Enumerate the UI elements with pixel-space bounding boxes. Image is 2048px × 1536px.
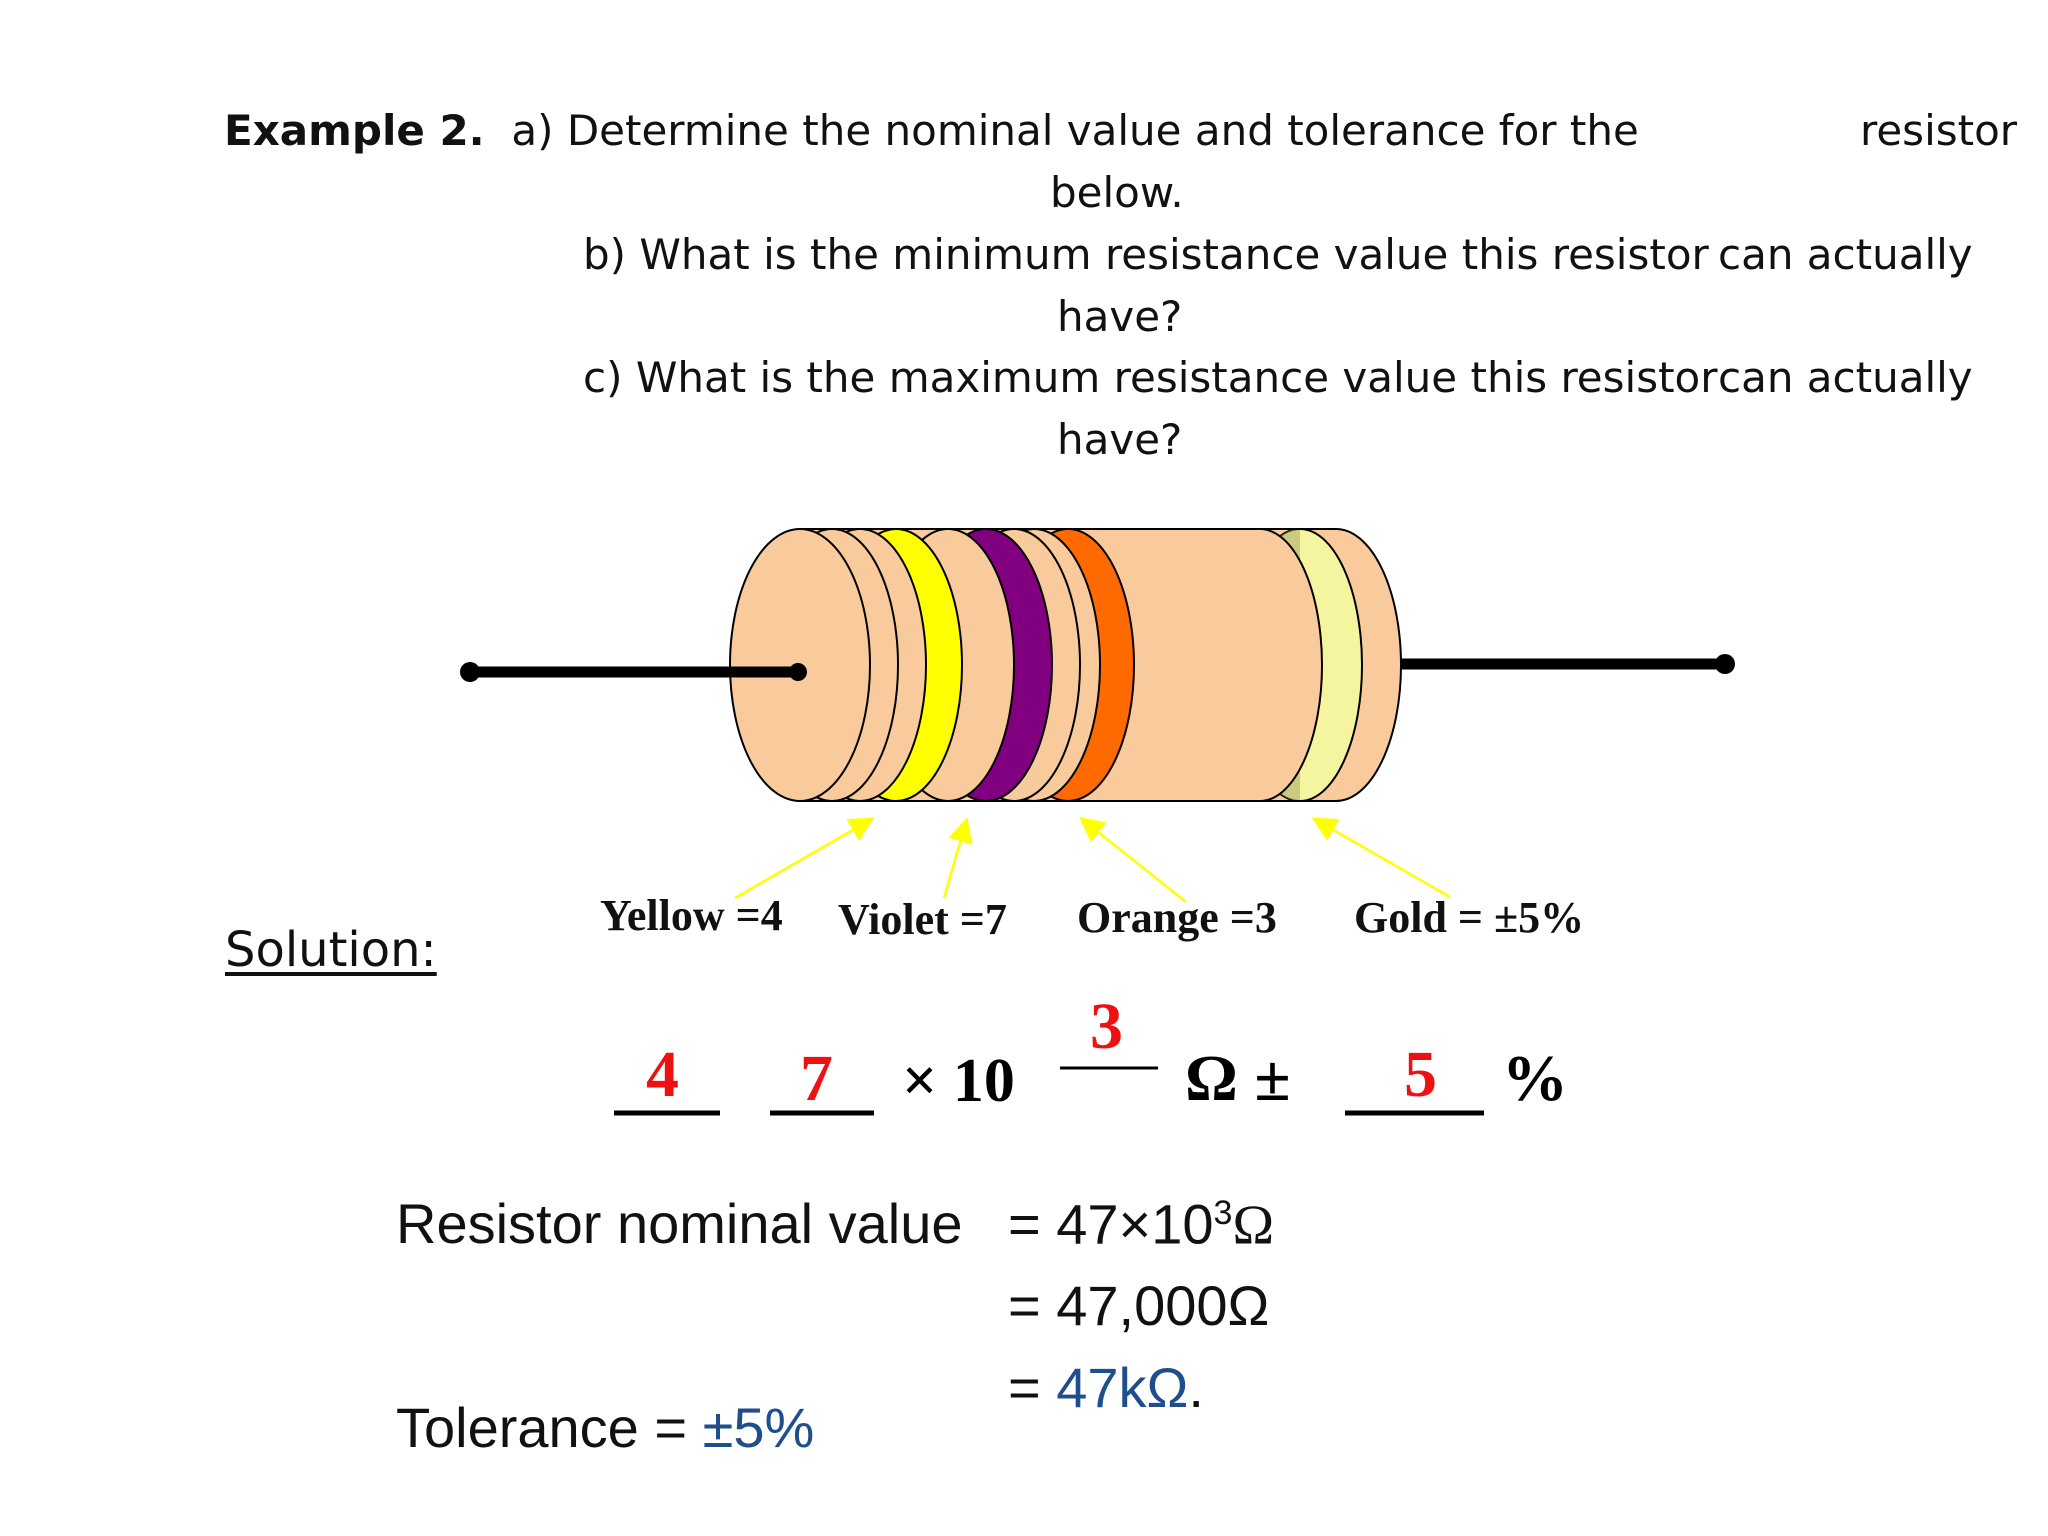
left-lead-end — [460, 662, 480, 682]
question-line-a: Example 2. a) Determine the nominal valu… — [224, 110, 1639, 152]
part-b-tail: can actually — [1718, 230, 1973, 279]
label-orange: Orange =3 — [1077, 893, 1277, 942]
nominal-label: Resistor nominal value — [396, 1192, 963, 1255]
part-a-line2: below. — [1050, 168, 1184, 217]
digit2: 7 — [800, 1042, 833, 1115]
percent-sign: % — [1502, 1042, 1568, 1115]
arrow-gold — [1311, 817, 1451, 899]
arrow-orange — [1079, 816, 1187, 903]
part-c-text: c) What is the maximum resistance value … — [583, 353, 1718, 402]
part-b-text: b) What is the minimum resistance value … — [583, 230, 1709, 279]
arrow-violet — [942, 817, 973, 899]
nominal-line3: = 47kΩ. — [1008, 1356, 1204, 1419]
label-yellow: Yellow =4 — [600, 891, 783, 940]
part-a-text: a) Determine the nominal value and toler… — [511, 106, 1639, 155]
part-c-line2: have? — [1057, 415, 1183, 464]
part-b-line2: have? — [1057, 292, 1183, 341]
ohm-plus-minus: Ω ± — [1185, 1042, 1291, 1115]
label-violet: Violet =7 — [838, 895, 1007, 944]
times-ten: × 10 — [902, 1047, 1015, 1115]
exponent: 3 — [1090, 990, 1123, 1063]
tolerance-line: Tolerance = ±5% — [396, 1400, 814, 1456]
label-gold: Gold = ±5% — [1354, 893, 1585, 942]
part-a-word: resistor — [1860, 106, 2018, 155]
tolerance-label: Tolerance = — [396, 1396, 703, 1459]
solution-heading: Solution: — [225, 922, 437, 978]
digit1: 4 — [646, 1038, 679, 1111]
arrow-yellow — [734, 817, 875, 900]
nominal-line2: = 47,000Ω — [1008, 1274, 1270, 1337]
tolerance-digit: 5 — [1404, 1038, 1437, 1111]
right-lead-end — [1715, 654, 1735, 674]
tolerance-value: ±5% — [702, 1396, 815, 1459]
example-label: Example 2. — [224, 106, 485, 155]
part-c-tail: can actually — [1718, 353, 1973, 402]
nominal-line1: = 47×103Ω — [1008, 1192, 1275, 1257]
nominal-final-value: 47kΩ — [1056, 1356, 1189, 1419]
